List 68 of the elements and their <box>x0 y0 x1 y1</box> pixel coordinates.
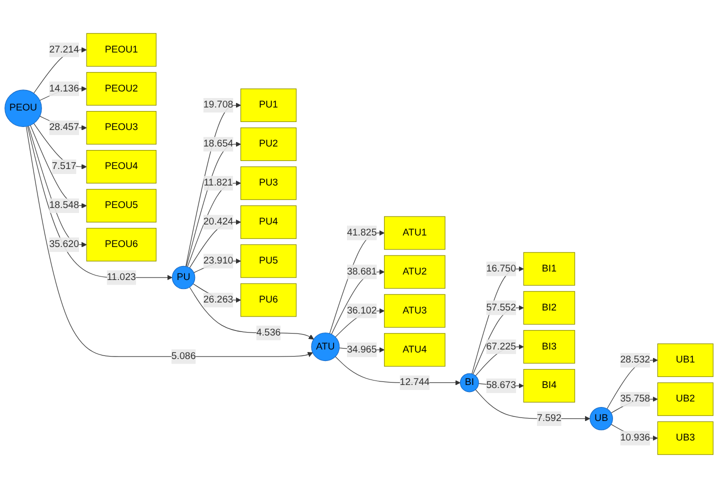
edge-label: 28.532 <box>620 354 650 366</box>
edge-label: 11.821 <box>204 178 233 188</box>
arrow <box>186 142 241 267</box>
edge-label: 19.708 <box>203 100 234 110</box>
edge-label: 26.263 <box>203 294 234 305</box>
edge-label: 20.424 <box>203 216 234 228</box>
edge-label: 38.681 <box>346 266 377 277</box>
arrow <box>186 102 241 267</box>
node-box: PU5 <box>240 244 297 278</box>
node-box: PEOU4 <box>86 150 156 184</box>
node-box: PU3 <box>240 166 297 200</box>
node-box: BI4 <box>523 369 576 403</box>
node-box: PEOU1 <box>86 33 156 67</box>
edge-label: 10.936 <box>620 432 650 443</box>
edge-label: 36.102 <box>346 305 377 316</box>
edge-label: 41.825 <box>346 228 377 238</box>
node-box: UB1 <box>657 343 714 377</box>
edge-label: 18.548 <box>49 200 80 211</box>
edge-label: 23.910 <box>203 256 234 266</box>
edge-label: 4.536 <box>256 327 281 338</box>
node-circle: ATU <box>311 332 340 362</box>
edge-label: 18.654 <box>203 138 234 150</box>
arrow <box>331 269 385 335</box>
edge-label: 14.136 <box>49 83 80 94</box>
node-box: BI3 <box>523 330 576 364</box>
edge-label: 35.758 <box>620 394 650 404</box>
edge-label: 28.457 <box>49 122 80 133</box>
node-box: PU1 <box>240 88 297 122</box>
edge-label: 7.592 <box>537 413 562 424</box>
edge-label: 27.214 <box>49 44 80 55</box>
node-box: ATU1 <box>384 216 446 250</box>
edge-label: 58.673 <box>486 380 516 391</box>
node-circle: PEOU <box>4 90 42 127</box>
edge-label: 5.086 <box>171 351 196 362</box>
node-box: PEOU5 <box>86 188 156 222</box>
edge-label: 11.023 <box>106 272 136 282</box>
arrow <box>27 126 172 280</box>
arrow <box>606 358 658 410</box>
edge-label: 35.620 <box>49 239 80 250</box>
node-box: BI2 <box>523 291 576 325</box>
edge-label: 67.225 <box>486 341 516 352</box>
node-box: PEOU6 <box>86 228 156 262</box>
node-circle: UB <box>590 407 613 430</box>
edge-label: 34.965 <box>346 344 377 355</box>
edge-label: 12.744 <box>400 377 430 388</box>
arrow <box>26 126 313 358</box>
arrow <box>189 286 314 340</box>
arrow <box>30 124 87 208</box>
node-box: PU4 <box>240 205 297 239</box>
arrow <box>472 305 524 375</box>
node-box: PU6 <box>240 283 297 317</box>
node-box: ATU2 <box>384 255 446 289</box>
edge-label: 57.552 <box>486 302 516 313</box>
node-box: UB3 <box>657 421 714 455</box>
node-circle: PU <box>172 266 196 290</box>
node-box: PEOU3 <box>86 111 156 145</box>
node-box: PU2 <box>240 127 297 161</box>
edge-label: 16.750 <box>486 263 516 274</box>
node-box: ATU4 <box>384 333 446 367</box>
arrow <box>189 219 241 268</box>
node-box: ATU3 <box>384 294 446 328</box>
edge-label: 7.517 <box>52 161 76 172</box>
node-circle: BI <box>460 373 479 392</box>
node-box: PEOU2 <box>86 72 156 106</box>
arrow <box>28 126 87 248</box>
arrow <box>187 180 241 268</box>
node-box: BI1 <box>523 252 576 286</box>
node-box: UB2 <box>657 382 714 416</box>
